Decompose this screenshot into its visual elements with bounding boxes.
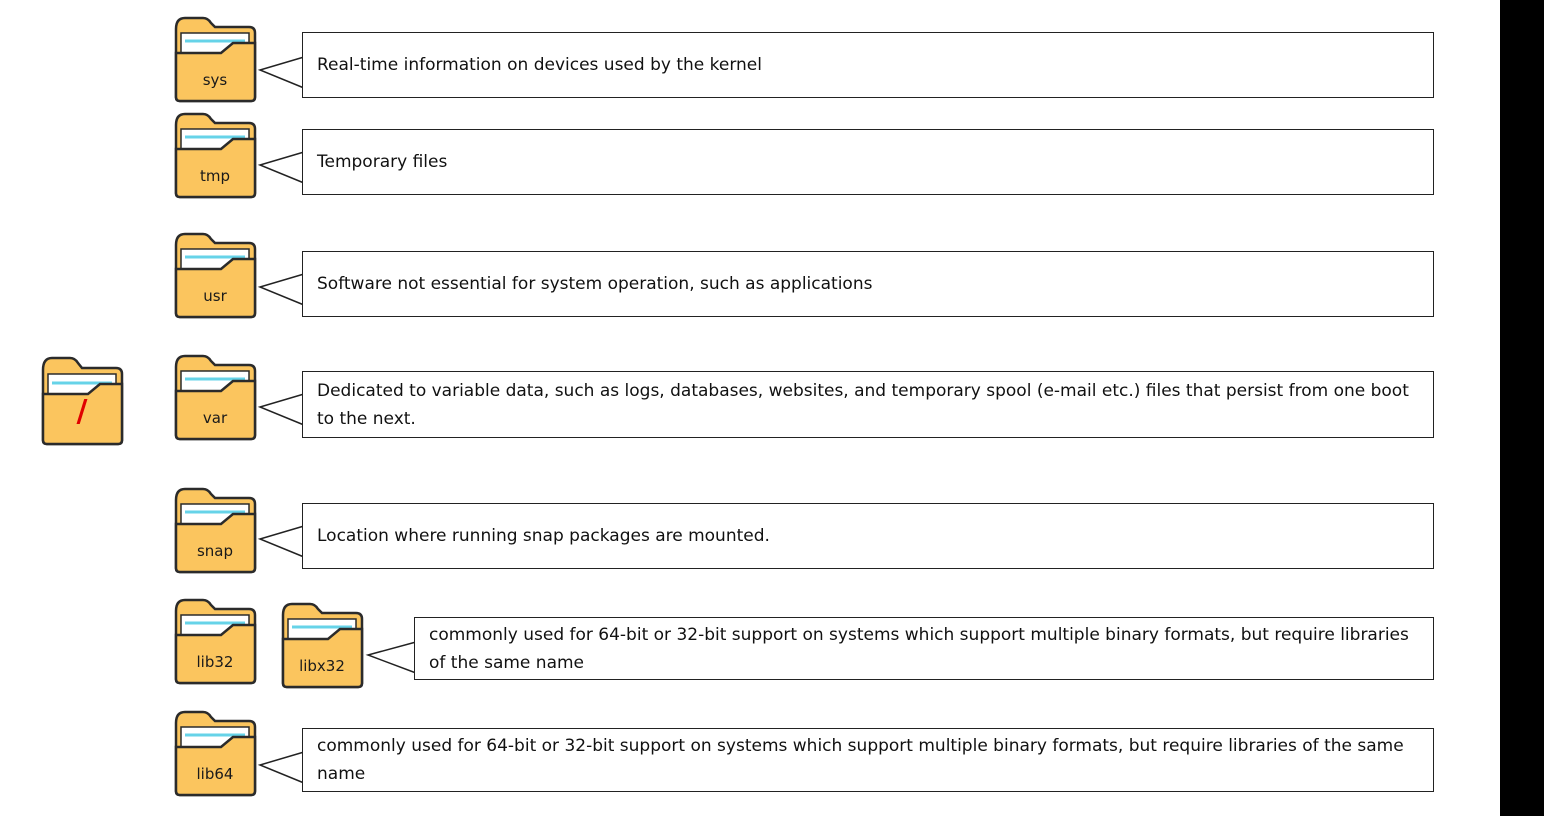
folder-label: libx32: [299, 657, 345, 675]
callout-tail: [257, 56, 305, 89]
folder-icon: [281, 602, 364, 689]
description-text: Dedicated to variable data, such as logs…: [317, 380, 1409, 429]
folder-icon: [174, 232, 257, 319]
description-box: Location where running snap packages are…: [302, 503, 1434, 569]
folder-snap[interactable]: snap: [173, 486, 257, 574]
folder-label: usr: [203, 287, 227, 305]
root-label: /: [76, 394, 88, 429]
folder-label: lib32: [196, 653, 234, 671]
folder-label: tmp: [199, 167, 230, 185]
folder-icon: [41, 356, 124, 446]
folder-label: snap: [196, 542, 234, 560]
folder-var[interactable]: var: [173, 353, 257, 441]
description-text: Software not essential for system operat…: [317, 274, 873, 294]
folder-icon: [174, 354, 257, 441]
root-folder: /: [40, 354, 124, 446]
folder-icon: [174, 487, 257, 574]
folder-tmp[interactable]: tmp: [173, 111, 257, 199]
callout-tail: [257, 525, 305, 558]
description-text: Real-time information on devices used by…: [317, 55, 762, 75]
description-text: Location where running snap packages are…: [317, 526, 770, 546]
folder-icon: [174, 112, 257, 199]
folder-sys[interactable]: sys: [173, 15, 257, 103]
description-text: commonly used for 64-bit or 32-bit suppo…: [429, 624, 1409, 673]
callout-tail: [257, 151, 305, 184]
folder-libx32[interactable]: libx32: [280, 601, 364, 689]
folder-icon: [174, 16, 257, 103]
callout-tail: [257, 273, 305, 306]
folder-label: sys: [202, 71, 228, 89]
description-box: commonly used for 64-bit or 32-bit suppo…: [414, 617, 1434, 680]
description-text: Temporary files: [317, 152, 448, 172]
folder-icon: [174, 598, 257, 685]
edge-bar: [1500, 0, 1544, 816]
callout-tail: [365, 641, 417, 674]
folder-icon: [174, 710, 257, 797]
folder-lib32[interactable]: lib32: [173, 597, 257, 685]
description-text: commonly used for 64-bit or 32-bit suppo…: [317, 736, 1404, 784]
description-box: Software not essential for system operat…: [302, 251, 1434, 317]
folder-usr[interactable]: usr: [173, 231, 257, 319]
description-box: Real-time information on devices used by…: [302, 32, 1434, 98]
folder-label: lib64: [196, 765, 234, 783]
description-box: Dedicated to variable data, such as logs…: [302, 371, 1434, 438]
folder-lib64[interactable]: lib64: [173, 709, 257, 797]
description-box: Temporary files: [302, 129, 1434, 195]
callout-tail: [257, 393, 305, 426]
callout-tail: [257, 751, 305, 784]
description-box: commonly used for 64-bit or 32-bit suppo…: [302, 728, 1434, 792]
folder-label: var: [202, 409, 228, 427]
